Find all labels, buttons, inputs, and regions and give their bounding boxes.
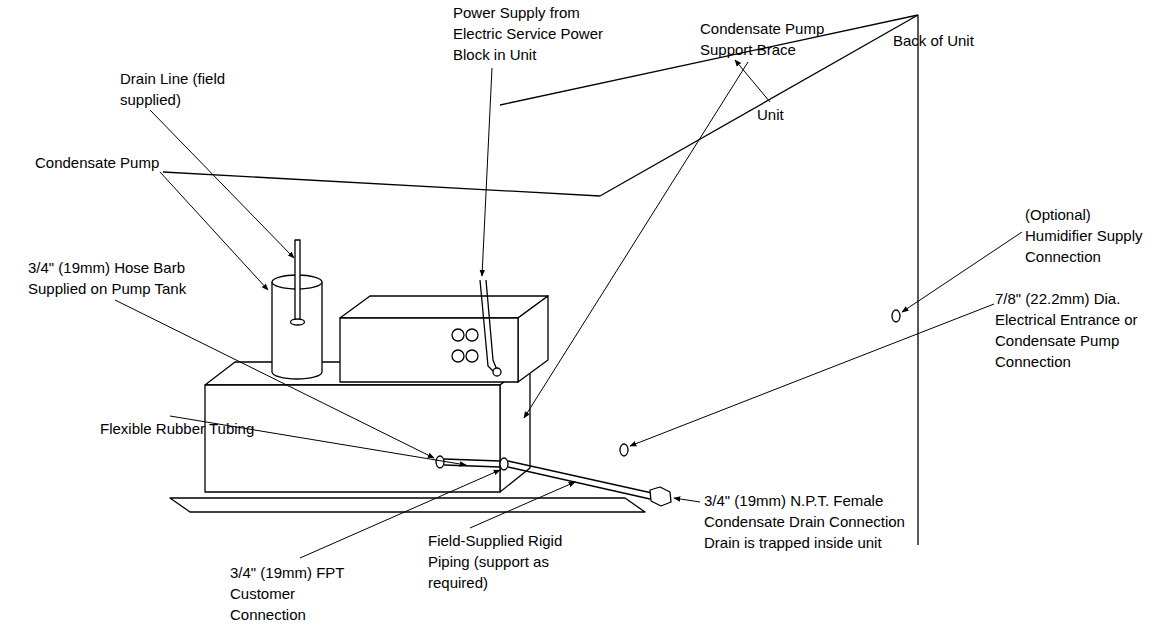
callout-label: Flexible Rubber Tubing [100, 418, 254, 439]
callout-label: 3/4" (19mm) N.P.T. Female Condensate Dra… [704, 490, 914, 553]
control-knob [466, 329, 478, 341]
drain-connection [650, 487, 671, 506]
hose-barb [436, 456, 444, 468]
callout-label: 3/4" (19mm) Hose Barb Supplied on Pump T… [28, 257, 193, 299]
callout-label: Back of Unit [893, 30, 974, 51]
leader-line [674, 498, 700, 502]
unit-edge [917, 15, 918, 545]
rigid-piping [508, 461, 652, 499]
control-knob [452, 329, 464, 341]
callout-label: Power Supply from Electric Service Power… [453, 2, 615, 65]
control-box [340, 318, 518, 382]
base-plate [170, 498, 645, 512]
electrical-hole [620, 444, 628, 456]
control-box-side [518, 296, 548, 382]
control-knob [452, 350, 464, 362]
callout-label: Condensate Pump Support Brace [700, 18, 828, 60]
callout-label: Condensate Pump [35, 152, 159, 173]
drain-fitting [291, 319, 305, 325]
leader-line [470, 482, 575, 528]
humidifier-hole [892, 310, 900, 322]
callout-label: Unit [757, 104, 784, 125]
leader-line [482, 68, 492, 276]
unit-edge [600, 15, 918, 196]
wire-grommet [493, 368, 501, 376]
callout-label: (Optional) Humidifier Supply Connection [1025, 204, 1143, 267]
drain-line [295, 240, 300, 322]
callout-label: Drain Line (field supplied) [120, 68, 226, 110]
callout-label: Field-Supplied Rigid Piping (support as … [428, 530, 573, 593]
leader-line [524, 62, 748, 418]
callout-label: 3/4" (19mm) FPT Customer Connection [230, 562, 352, 625]
control-box-top [340, 296, 548, 318]
unit-edge [163, 172, 600, 196]
pump-tank [205, 385, 500, 492]
callout-label: 7/8" (22.2mm) Dia. Electrical Entrance o… [995, 288, 1145, 372]
fpt-connection [500, 458, 508, 470]
control-knob [466, 350, 478, 362]
power-wire [486, 280, 497, 370]
leader-line [630, 304, 994, 446]
leader-line [735, 60, 770, 102]
